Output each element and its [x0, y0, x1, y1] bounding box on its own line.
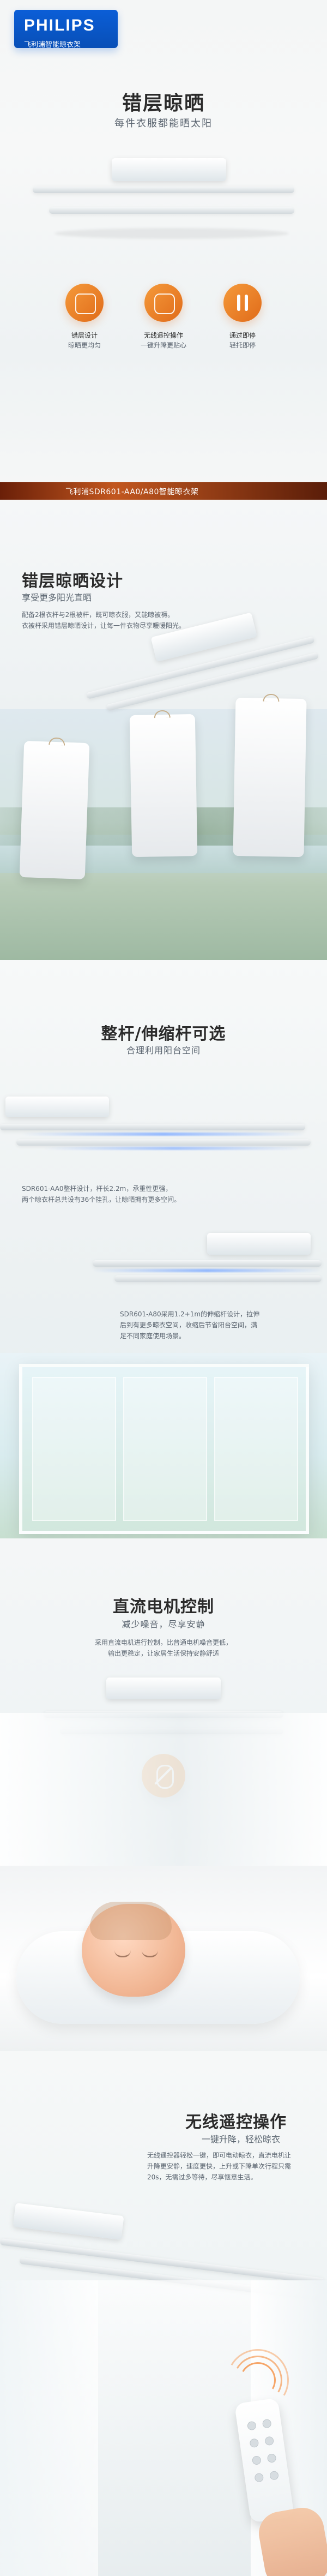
shirt-right [233, 697, 307, 858]
section-rod-options: 整杆/伸缩杆可选 合理利用阳台空间 SDR601-AA0整杆设计，杆长2.2m，… [0, 960, 327, 1538]
baby-hair [90, 1902, 172, 1940]
motor-box-bottom [207, 1233, 311, 1255]
section5-title: 无线遥控操作 [185, 2113, 287, 2132]
section2-desc-line1: 配备2根衣杆与2根被杆，既可晾衣服，又能晾被褥。 [22, 611, 174, 619]
remote-button-8 [269, 2470, 280, 2481]
remote-button-4 [264, 2436, 275, 2446]
hanger-shadow [55, 228, 289, 239]
section3-text1-line1: SDR601-AA0整杆设计，杆长2.2m，承重性更强， [22, 1185, 172, 1193]
feature-3-line2: 轻托即停 [229, 342, 256, 349]
pause-icon [223, 284, 262, 322]
section3-text2-line3: 足不同家庭使用场景。 [120, 1332, 186, 1340]
hero-title: 错层晾晒 [122, 92, 205, 115]
section5-desc-line3: 20s，无需过多等待，尽享惬意生活。 [147, 2173, 257, 2181]
feature-2-line1: 无线遥控操作 [143, 332, 183, 339]
section4-subtitle: 减少噪音，尽享安静 [122, 1619, 205, 1630]
remote-button-3 [249, 2438, 259, 2448]
section2-desc-line2: 衣被杆采用错层晾晒设计，让每一件衣物尽享暖暖阳光。 [22, 622, 186, 630]
model-banner: 飞利浦SDR601-AA0/A80智能晾衣架 [0, 482, 327, 500]
top-left-brand: PHILIPS 飞利浦智能晾衣架 [14, 10, 118, 58]
brand-subtitle: 飞利浦智能晾衣架 [24, 41, 81, 49]
window-pane-3 [214, 1377, 298, 1521]
remote-button-5 [251, 2455, 262, 2466]
remote-button-1 [246, 2421, 257, 2431]
section-dc-motor: 直流电机控制 减少噪音，尽享安静 采用直流电机进行控制，比普通电机噪音更低， 输… [0, 1538, 327, 2051]
window-pane-1 [32, 1377, 116, 1521]
rod-bottom-1 [93, 1260, 322, 1267]
section3-subtitle: 合理利用阳台空间 [126, 1045, 201, 1056]
rod-illustration-top [0, 1086, 327, 1162]
philips-wordmark: PHILIPS [24, 16, 95, 34]
feature-1-line2: 晾晒更均匀 [68, 342, 101, 349]
curtain-strip-left [0, 2280, 98, 2576]
feature-3-line1: 通过即停 [229, 332, 256, 339]
section4-desc-line1: 采用直流电机进行控制，比普通电机噪音更低， [94, 1639, 232, 1646]
section3-text1-line2: 两个晾衣杆总共设有36个挂孔，让晾晒拥有更多空间。 [22, 1196, 181, 1203]
remote-button-7 [254, 2472, 264, 2483]
feature-3: 通过即停 轻托即停 [204, 284, 281, 350]
section3-text2-line2: 后到有更多晾衣空间，收缩后节省阳台空间，满 [120, 1321, 258, 1329]
section-remote-control: 无线遥控操作 一键升降，轻松晾衣 无线遥控器轻松一键，即可电动晾衣，直流电机让 … [0, 2051, 327, 2576]
hanger-motor-box [112, 158, 226, 181]
section-staggered-drying: 错层晾晒设计 享受更多阳光直晒 配备2根衣杆与2根被杆，既可晾衣服，又能晾被褥。… [0, 502, 327, 960]
shirt-left [19, 740, 90, 880]
motor-box-4 [106, 1678, 221, 1699]
baby-eye-left [114, 1950, 131, 1957]
stagger-icon [65, 284, 104, 322]
hero-section: PHILIPS 飞利浦智能晾衣架 错层晾晒 每件衣服都能晒太阳 错层设计 晾晒更… [0, 0, 327, 502]
curtains [0, 1713, 327, 1893]
hanger-rod-bottom [49, 207, 294, 214]
feature-2-line2: 一键升降更贴心 [140, 342, 186, 349]
rod-top-2 [16, 1139, 311, 1146]
remote-button-2 [262, 2418, 272, 2429]
remote-icon [144, 284, 183, 322]
feature-1: 错层设计 晾晒更均匀 [46, 284, 123, 350]
baby-eye-right [142, 1950, 158, 1957]
hero-hanger-illustration [22, 147, 305, 251]
feature-1-line1: 错层设计 [71, 332, 98, 339]
rod-bottom-2 [114, 1275, 322, 1282]
glow-top-1 [22, 1133, 305, 1136]
section4-title: 直流电机控制 [113, 1597, 214, 1616]
glow-top-2 [44, 1147, 305, 1150]
section2-subtitle: 享受更多阳光直晒 [22, 592, 92, 603]
hero-subtitle: 每件衣服都能晒太阳 [114, 118, 213, 129]
glow-bottom-1 [93, 1269, 322, 1272]
section2-title: 错层晾晒设计 [22, 572, 123, 591]
feature-2: 无线遥控操作 一键升降更贴心 [125, 284, 202, 350]
section5-subtitle: 一键升降，轻松晾衣 [202, 2134, 281, 2144]
baby-head [82, 1904, 185, 1997]
rod-top-1 [0, 1124, 305, 1130]
section3-text2-line1: SDR601-A80采用1.2+1m的伸缩杆设计，拉伸 [120, 1310, 260, 1318]
hero-feature-row: 错层设计 晾晒更均匀 无线遥控操作 一键升降更贴心 通过即停 轻托即停 [0, 284, 327, 393]
motor-box-5 [13, 2202, 124, 2240]
rod-illustration-bottom [0, 1222, 327, 1309]
model-banner-text: 飞利浦SDR601-AA0/A80智能晾衣架 [65, 488, 199, 496]
shirt-middle [129, 714, 198, 858]
section5-desc-line1: 无线遥控器轻松一键，即可电动晾衣，直流电机让 [147, 2152, 292, 2159]
section5-desc-line2: 升降更安静，速度更快，上升或下降单次行程只需 [147, 2162, 292, 2170]
balcony-window [19, 1364, 309, 1534]
motor-box-top [5, 1097, 109, 1117]
sleeping-baby-scene [0, 1866, 327, 2051]
hanger-rod-top [33, 187, 294, 193]
section4-desc-line2: 输出更稳定，让家居生活保持安静舒适 [107, 1650, 219, 1657]
philips-logo-badge: PHILIPS [14, 10, 118, 48]
window-pane-2 [123, 1377, 207, 1521]
section3-title: 整杆/伸缩杆可选 [101, 1025, 226, 1044]
remote-button-6 [267, 2453, 277, 2464]
